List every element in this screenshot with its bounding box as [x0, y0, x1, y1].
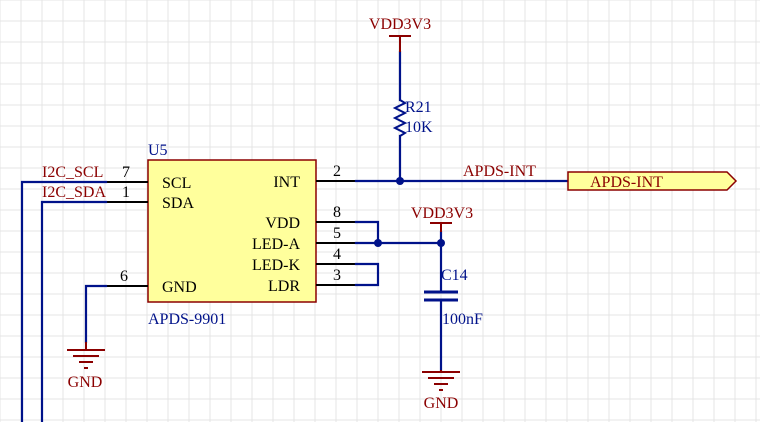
component-body	[147, 159, 317, 303]
wire-i2c-sda[interactable]	[40, 200, 108, 422]
junction-cap	[437, 239, 445, 247]
ground-left[interactable]: GND	[67, 342, 105, 391]
pin-number-led-k: 4	[333, 246, 341, 263]
pin-name-led-k: LED-K	[252, 257, 300, 274]
capacitor-designator: C14	[441, 267, 468, 284]
capacitor-value: 100nF	[442, 311, 483, 328]
junction-led-a	[374, 239, 382, 247]
resistor-r21[interactable]: R21 10K	[392, 99, 433, 137]
pin-name-sda: SDA	[162, 195, 194, 212]
pin-name-gnd: GND	[162, 279, 197, 296]
resistor-zigzag	[392, 99, 408, 137]
pin-number-sda: 1	[122, 184, 130, 201]
pin-name-led-a: LED-A	[252, 236, 300, 253]
pin-name-vdd: VDD	[265, 215, 300, 232]
junction-int	[396, 177, 404, 185]
resistor-designator: R21	[405, 99, 432, 116]
component-part-number: APDS-9901	[148, 311, 226, 328]
wire-vdd-pin[interactable]	[354, 220, 380, 245]
pin-number-vdd: 8	[333, 204, 341, 221]
pin-name-ldr: LDR	[268, 278, 300, 295]
pin-name-int: INT	[273, 174, 300, 191]
wire-led-k-ldr[interactable]	[354, 262, 380, 287]
resistor-value: 10K	[405, 119, 433, 136]
ground-label-cap: GND	[424, 395, 459, 412]
port-label: APDS-INT	[590, 174, 663, 191]
component-u5[interactable]: U5 APDS-9901 7 1 6 SCL SDA GND 2 8 5 4 3…	[106, 142, 356, 328]
component-designator: U5	[148, 142, 168, 159]
net-label-i2c-sda: I2C_SDA	[42, 184, 106, 201]
pin-number-int: 2	[333, 163, 341, 180]
wires	[20, 50, 570, 422]
pin-number-gnd: 6	[120, 268, 128, 285]
pin-number-led-a: 5	[333, 225, 341, 242]
net-label-i2c-scl: I2C_SCL	[42, 164, 103, 181]
power-label-cap: VDD3V3	[411, 205, 473, 222]
power-label-top: VDD3V3	[369, 16, 431, 33]
power-vdd3v3-top[interactable]: VDD3V3	[369, 16, 431, 52]
port-apds-int[interactable]: APDS-INT	[567, 171, 738, 191]
capacitor-c14[interactable]: C14 100nF	[424, 267, 483, 328]
wire-i2c-scl[interactable]	[20, 180, 108, 422]
pin-name-scl: SCL	[162, 175, 191, 192]
wire-gnd-left[interactable]	[84, 284, 108, 344]
ground-cap[interactable]: GND	[422, 370, 460, 412]
ground-label-left: GND	[68, 374, 103, 391]
power-vdd3v3-cap[interactable]: VDD3V3	[411, 205, 473, 232]
pin-number-scl: 7	[122, 164, 130, 181]
net-label-apds-int: APDS-INT	[463, 163, 536, 180]
port-shape	[567, 171, 738, 191]
pin-number-ldr: 3	[333, 267, 341, 284]
